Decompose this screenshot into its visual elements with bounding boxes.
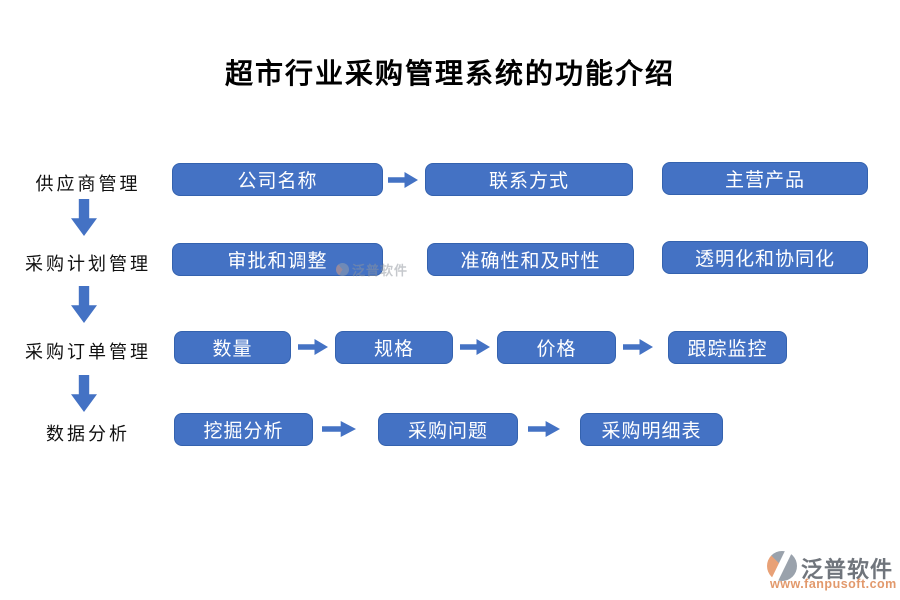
arrow-right-icon <box>460 339 490 355</box>
arrow-down-icon <box>71 286 97 323</box>
node-purchase-detail-list: 采购明细表 <box>580 413 723 446</box>
node-specification: 规格 <box>335 331 453 364</box>
watermark-text: 泛普软件 <box>352 262 409 278</box>
node-main-products: 主营产品 <box>662 162 868 195</box>
row-label-purchase-plan-management: 采购计划管理 <box>25 254 151 274</box>
node-approval-adjustment: 审批和调整 <box>172 243 383 276</box>
arrow-right-icon <box>388 172 418 188</box>
arrow-down-icon <box>71 375 97 412</box>
node-tracking-monitoring: 跟踪监控 <box>668 331 787 364</box>
node-accuracy-timeliness: 准确性和及时性 <box>427 243 634 276</box>
brand-name: 泛普软件 <box>801 557 894 582</box>
arrow-right-icon <box>623 339 653 355</box>
fanpu-logo-icon <box>767 551 797 581</box>
row-label-purchase-order-management: 采购订单管理 <box>25 342 151 362</box>
node-contact-info: 联系方式 <box>425 163 633 196</box>
node-price: 价格 <box>497 331 616 364</box>
arrow-down-icon <box>71 199 97 236</box>
arrow-right-icon <box>298 339 328 355</box>
row-label-supplier-management: 供应商管理 <box>35 174 141 194</box>
arrow-right-icon <box>528 421 560 437</box>
node-mining-analysis: 挖掘分析 <box>174 413 313 446</box>
row-label-data-analysis: 数据分析 <box>46 424 130 444</box>
node-company-name: 公司名称 <box>172 163 383 196</box>
page-title: 超市行业采购管理系统的功能介绍 <box>224 59 675 90</box>
node-transparency-collaboration: 透明化和协同化 <box>662 241 868 274</box>
node-quantity: 数量 <box>174 331 291 364</box>
watermark: 泛普软件 <box>336 259 408 279</box>
arrow-right-icon <box>322 421 356 437</box>
fanpu-logo-icon <box>336 262 349 276</box>
brand-url: www.fanpusoft.com <box>770 577 897 591</box>
node-purchase-issues: 采购问题 <box>378 413 518 446</box>
